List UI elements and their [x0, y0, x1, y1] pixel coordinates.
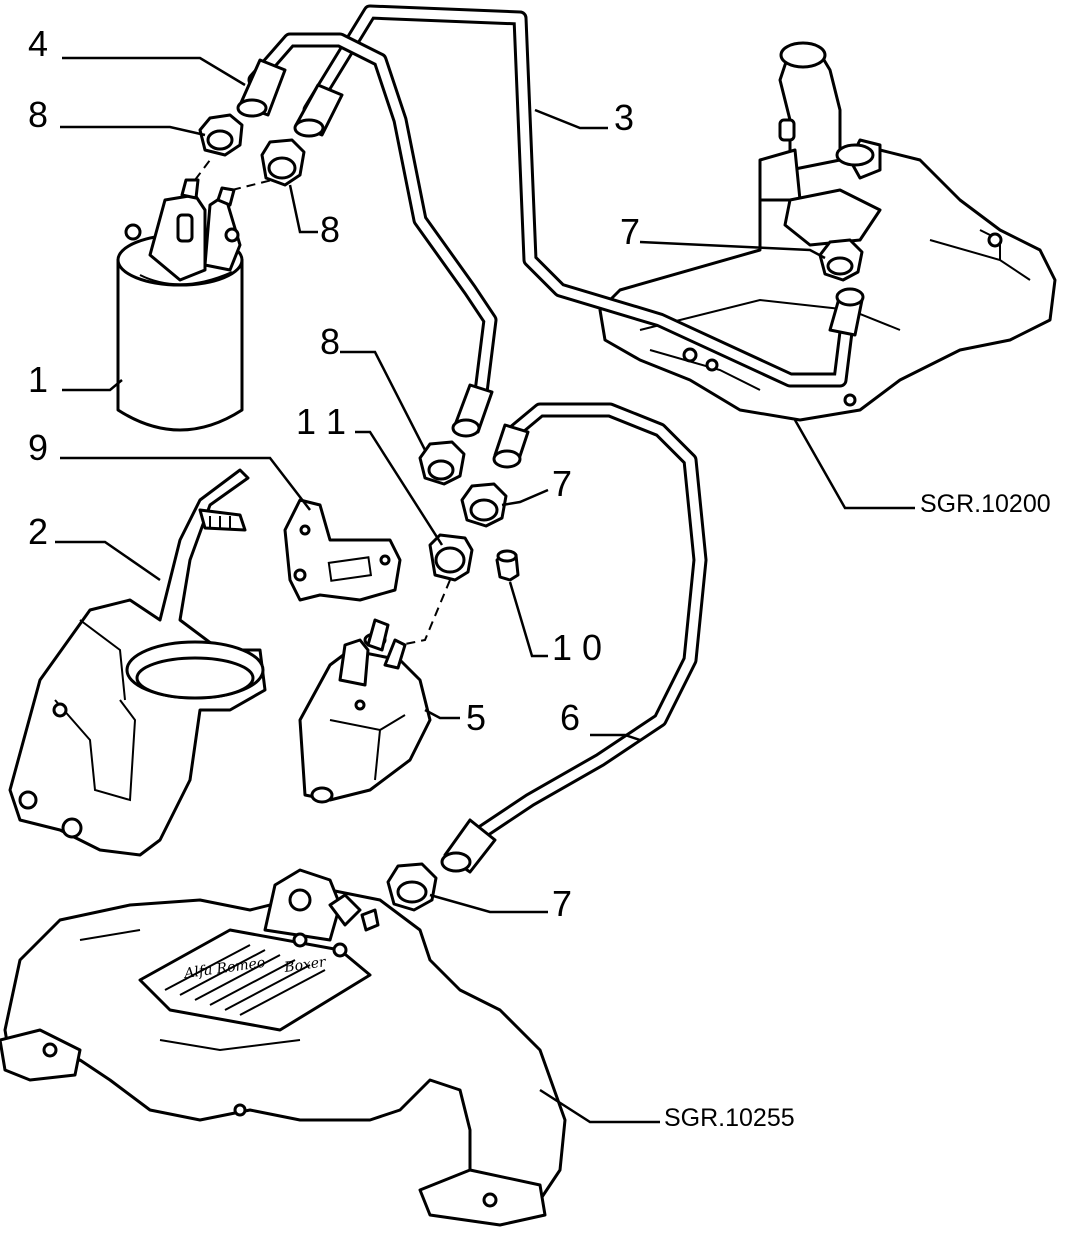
- fuel-tank: [598, 41, 1057, 422]
- callout-8-middle: 8: [320, 321, 340, 362]
- callout-3: 3: [614, 97, 634, 138]
- valve-link-dashes: [399, 579, 451, 646]
- hose-6: [462, 402, 708, 848]
- callout-7-tank: 7: [620, 211, 640, 252]
- callout-11: 1 1: [296, 401, 346, 442]
- hose-ends: [236, 58, 865, 874]
- clamp-8-upper-left: [198, 113, 244, 157]
- reference-manifold: SGR.10255: [664, 1104, 795, 1132]
- clamp-8-upper-right: [260, 138, 306, 187]
- grommet-11: [428, 533, 474, 582]
- callout-6: 6: [560, 697, 580, 738]
- callout-4: 4: [28, 23, 48, 64]
- clamp-7-lower: [386, 862, 438, 912]
- callout-8-upper-right: 8: [320, 209, 340, 250]
- purge-valve: [298, 618, 432, 804]
- clamp-7-tank: [818, 238, 864, 282]
- callout-5: 5: [466, 697, 486, 738]
- callout-9: 9: [28, 427, 48, 468]
- canister-bracket: [8, 468, 267, 857]
- carbon-canister: [116, 178, 244, 432]
- clamp-8-middle: [418, 440, 466, 486]
- callout-7-middle: 7: [552, 463, 572, 504]
- callout-10: 1 0: [552, 627, 602, 668]
- callout-2: 2: [28, 511, 48, 552]
- manifold-model-text: Boxer: [282, 954, 328, 976]
- clamps: [198, 113, 864, 912]
- callout-8-upper-left: 8: [28, 94, 48, 135]
- leader-lines: [55, 56, 915, 1124]
- hose-3: [302, 4, 858, 388]
- clamp-7-middle: [460, 482, 508, 528]
- sleeve-10: [495, 549, 520, 582]
- callout-1: 1: [28, 359, 48, 400]
- valve-bracket: [283, 498, 402, 602]
- canister-link-dashes: [194, 159, 273, 191]
- intake-manifold: Alfa Romeo Boxer: [0, 868, 567, 1227]
- hose-4: [247, 32, 498, 408]
- callout-7-lower: 7: [552, 883, 572, 924]
- reference-tank: SGR.10200: [920, 490, 1051, 518]
